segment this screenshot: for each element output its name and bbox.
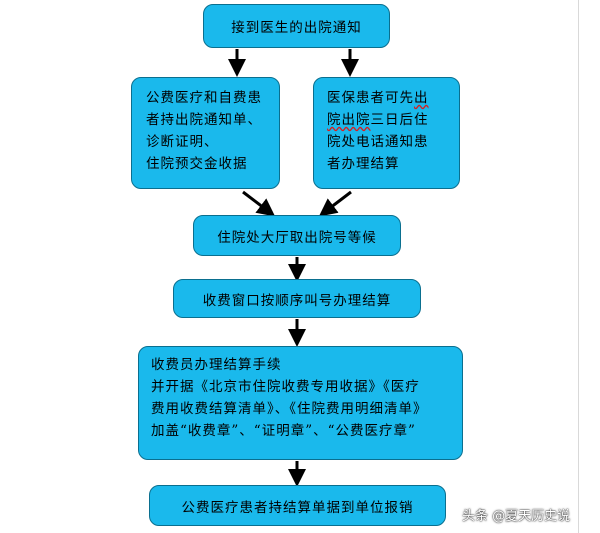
- box-right-line-1: 医保患者可先出: [327, 87, 459, 109]
- arrow-right-to-step3: [318, 190, 352, 217]
- box-right-line-3: 院处电话通知患: [327, 134, 429, 150]
- step5-line-2: 并开据《北京市住院收费专用收据》《医疗: [151, 379, 420, 395]
- box-right-line-4: 者办理结算: [327, 156, 400, 172]
- step5-line-1: 收费员办理结算手续: [151, 357, 282, 373]
- step-cashier-procedures: 收费员办理结算手续 并开据《北京市住院收费专用收据》《医疗 费用收费结算清单》、…: [138, 346, 463, 460]
- step-reimbursement-text: 公费医疗患者持结算单据到单位报销: [181, 499, 414, 516]
- watermark: 头条 @夏天历史说: [462, 509, 571, 524]
- box-right-line-1b: 出: [414, 90, 429, 106]
- box-left-line-2: 者持出院通知单、: [146, 112, 262, 128]
- box-insured-patients: 医保患者可先出 院出院三日后住 院处电话通知患 者办理结算: [313, 77, 460, 189]
- box-right-line-2: 院出院三日后住: [327, 109, 459, 131]
- arrow-left-to-step3: [242, 190, 276, 217]
- box-public-self-pay-patients: 公费医疗和自费患 者持出院通知单、 诊断证明、 住院预交金收据: [131, 77, 280, 189]
- step-receive-discharge-notice-text: 接到医生的出院通知: [231, 20, 362, 36]
- box-right-line-2b: 三日后住: [370, 112, 429, 128]
- step5-line-3: 费用收费结算清单》、《住院费用明细清单》: [151, 401, 428, 417]
- page-edge-line: [578, 0, 579, 533]
- step-reimbursement: 公费医疗患者持结算单据到单位报销: [149, 485, 446, 526]
- step-window-settlement: 收费窗口按顺序叫号办理结算: [173, 279, 421, 318]
- box-right-line-1a: 医保患者可先: [327, 90, 414, 106]
- box-left-line-4: 住院预交金收据: [146, 156, 248, 172]
- step-hall-get-number-text: 住院处大厅取出院号等候: [217, 229, 377, 246]
- box-left-line-1: 公费医疗和自费患: [146, 90, 262, 106]
- box-right-line-2a: 院出院: [327, 112, 371, 128]
- box-left-line-3: 诊断证明、: [146, 134, 219, 150]
- step5-line-4: 加盖“收费章”、“证明章”、“公费医疗章”: [151, 423, 416, 439]
- step-window-settlement-text: 收费窗口按顺序叫号办理结算: [202, 292, 392, 309]
- step-receive-discharge-notice: 接到医生的出院通知: [203, 4, 390, 48]
- step-hall-get-number: 住院处大厅取出院号等候: [193, 215, 401, 256]
